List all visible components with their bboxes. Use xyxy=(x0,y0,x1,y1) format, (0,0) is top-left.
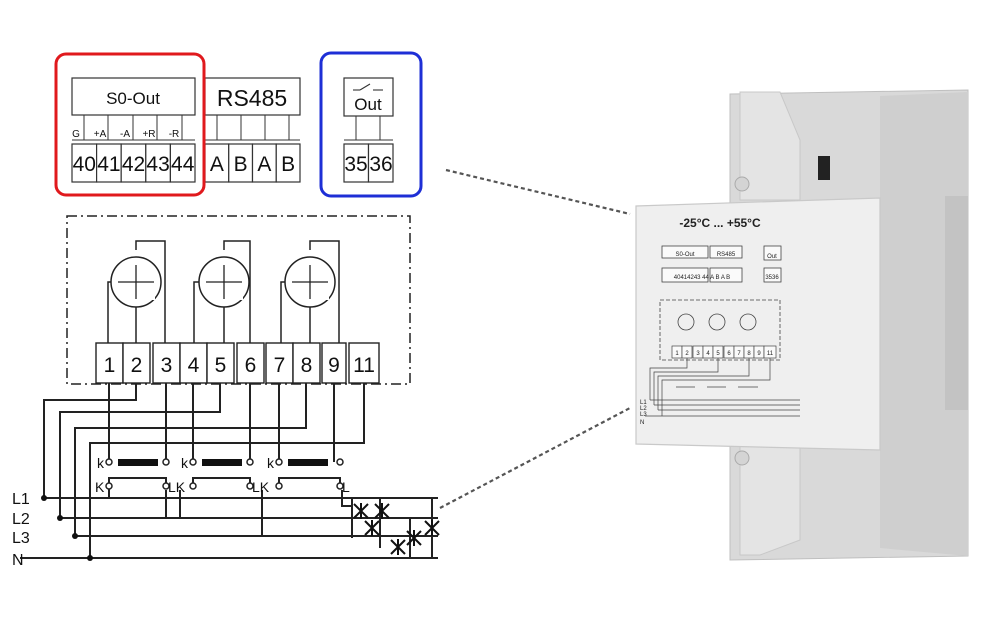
s0-sub-plus-r: +R xyxy=(142,129,155,140)
device-out-header: Out xyxy=(767,254,777,260)
rs485-terminal-b2: B xyxy=(281,153,295,176)
line-label-l2: L2 xyxy=(12,511,30,528)
main-terminal-4: 4 xyxy=(188,354,200,377)
device-terminal-9: 9 xyxy=(757,351,761,357)
device-top-terminals: 40414243 44 A B A B xyxy=(674,275,730,281)
device-temp-range: -25°C ... +55°C xyxy=(679,216,761,230)
device-terminal-4: 4 xyxy=(706,351,710,357)
s0-terminal-40: 40 xyxy=(73,153,96,176)
out-highlight-frame xyxy=(319,51,423,198)
meter-device: -25°C ... +55°C S0-Out RS485 Out 4041424… xyxy=(635,89,969,561)
s0-sub-plus-a: +A xyxy=(94,129,107,140)
rs485-header: RS485 xyxy=(217,85,287,111)
s0-sub-minus-r: -R xyxy=(169,129,180,140)
main-terminal-5: 5 xyxy=(215,354,227,377)
main-terminal-1: 1 xyxy=(104,354,116,377)
s0-out-header: S0-Out xyxy=(106,89,160,108)
indicator-window xyxy=(818,156,830,180)
s0-terminal-41: 41 xyxy=(97,153,120,176)
main-terminal-8: 8 xyxy=(301,354,313,377)
device-out-terminals: 3536 xyxy=(765,275,779,281)
device-terminal-2: 2 xyxy=(685,351,689,357)
device-terminal-6: 6 xyxy=(727,351,731,357)
ct-bar-2 xyxy=(202,459,242,466)
current-transformers: k k k K LK LK L xyxy=(95,455,350,495)
out-terminal-36: 36 xyxy=(369,153,392,176)
device-rs485-header: RS485 xyxy=(717,252,736,258)
ct-label-LK2: LK xyxy=(252,479,270,495)
switch-symbol-icon xyxy=(353,83,383,91)
line-label-l1: L1 xyxy=(12,491,30,508)
s0-terminal-42: 42 xyxy=(122,153,145,176)
line-label-n: N xyxy=(12,552,24,569)
device-line-n: N xyxy=(640,420,644,426)
s0-terminal-43: 43 xyxy=(146,153,169,176)
line-label-l3: L3 xyxy=(12,530,30,547)
load-markers xyxy=(353,503,440,555)
device-terminal-1: 1 xyxy=(675,351,679,357)
main-terminal-7: 7 xyxy=(274,354,286,377)
device-s0-header: S0-Out xyxy=(675,252,694,258)
leader-lines xyxy=(439,168,631,509)
main-terminal-2: 2 xyxy=(131,354,143,377)
device-terminal-3: 3 xyxy=(696,351,700,357)
ct-bar-1 xyxy=(118,459,158,466)
main-terminal-9: 9 xyxy=(328,354,340,377)
s0-sub-g: G xyxy=(72,129,80,140)
device-terminal-5: 5 xyxy=(716,351,720,357)
main-terminal-11: 11 xyxy=(353,354,375,377)
ct-label-k1: k xyxy=(97,455,105,471)
device-terminal-8: 8 xyxy=(747,351,751,357)
out-header: Out xyxy=(354,95,382,114)
wiring-lines xyxy=(20,383,438,559)
device-line-l2: L2 xyxy=(640,406,647,412)
s0-sub-minus-a: -A xyxy=(120,129,130,140)
rs485-terminal-a1: A xyxy=(210,153,224,176)
rs485-terminal-b1: B xyxy=(234,153,248,176)
rs485-terminal-a2: A xyxy=(257,153,271,176)
device-terminal-11: 11 xyxy=(767,351,774,357)
main-terminal-3: 3 xyxy=(161,354,173,377)
out-terminal-35: 35 xyxy=(344,153,367,176)
s0-highlight-frame xyxy=(54,52,206,197)
top-terminal-strip: S0-Out RS485 G +A -A +R -R xyxy=(54,51,423,198)
ct-label-L: L xyxy=(342,479,350,495)
ct-label-K: K xyxy=(95,479,105,495)
ct-label-k3: k xyxy=(267,455,275,471)
device-terminal-7: 7 xyxy=(737,351,741,357)
device-line-l1: L1 xyxy=(640,400,647,406)
main-terminal-6: 6 xyxy=(245,354,257,377)
meter-body: 1 2 3 4 5 6 7 8 9 11 xyxy=(66,215,411,385)
s0-terminal-44: 44 xyxy=(171,153,195,176)
ct-label-k2: k xyxy=(181,455,189,471)
ct-bar-3 xyxy=(288,459,328,466)
junction-dots xyxy=(41,495,93,561)
device-line-l3: L3 xyxy=(640,412,647,418)
ct-label-LK1: LK xyxy=(168,479,186,495)
